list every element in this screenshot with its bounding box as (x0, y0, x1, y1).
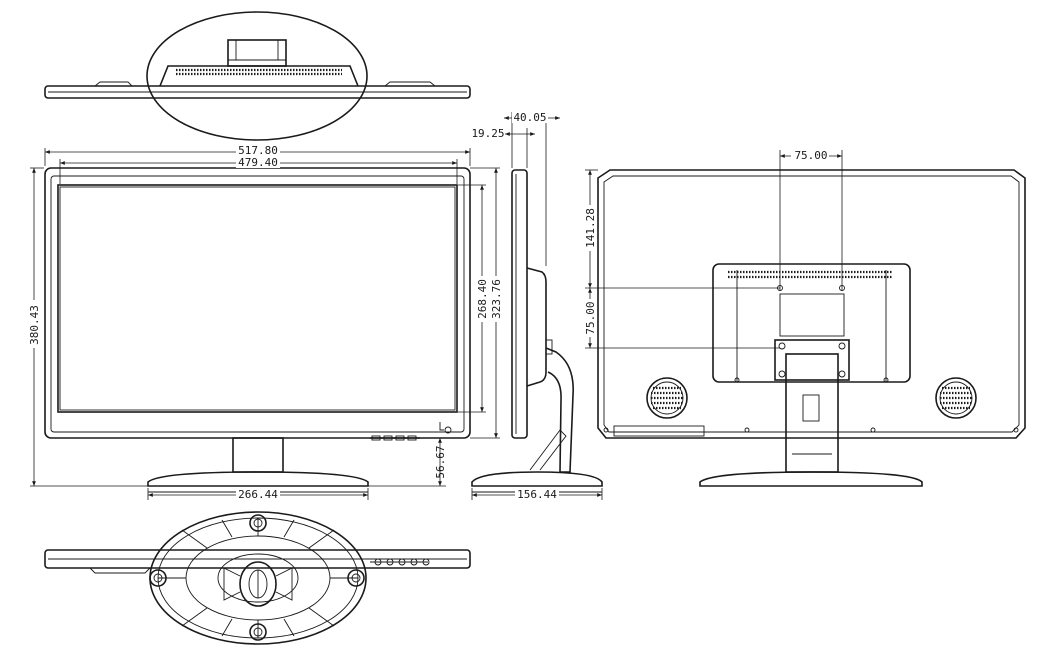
back-label-area (779, 293, 845, 337)
top-view-stand-neck (227, 39, 287, 67)
dim-panel-depth-with-back: 40.05 (513, 111, 546, 124)
dim-stand-base-width: 266.44 (238, 488, 278, 501)
dim-screen-width: 479.40 (238, 156, 278, 169)
dim-vesa-from-top: 141.28 (584, 208, 597, 248)
front-stand-neck (232, 437, 284, 473)
back-housing (597, 169, 1026, 439)
back-stand-base (699, 471, 923, 487)
dim-total-height: 380.43 (28, 305, 41, 345)
side-stand-arm (545, 347, 574, 473)
dim-stand-height: 56.67 (434, 445, 447, 478)
front-stand-base (147, 471, 369, 487)
bottom-view (44, 511, 471, 645)
right-speaker-grille (935, 377, 977, 419)
bottom-view-feet (149, 514, 365, 641)
side-view (471, 169, 603, 493)
dim-screen-height-inner: 268.40 (476, 279, 489, 319)
front-screen-area (50, 175, 465, 433)
side-dimensions: 40.05 19.25 156.44 (471, 111, 603, 501)
bottom-view-buttons (370, 558, 430, 566)
back-stand-bracket (774, 339, 850, 381)
dim-base-depth: 156.44 (517, 488, 557, 501)
side-back-housing (526, 267, 547, 387)
power-led (444, 426, 452, 434)
bottom-view-panel (44, 549, 471, 569)
front-control-buttons (370, 435, 420, 441)
front-screen (57, 184, 458, 413)
bottom-view-hub (239, 561, 277, 607)
dim-total-width: 517.80 (238, 144, 278, 157)
back-vesa-block (712, 263, 911, 383)
top-view (44, 11, 471, 141)
left-speaker-grille (646, 377, 688, 419)
front-view (44, 167, 471, 493)
dim-vesa-horizontal: 75.00 (794, 149, 827, 162)
dim-screen-height-outer: 323.76 (490, 279, 503, 319)
back-dimensions: 75.00 141.28 75.00 (583, 149, 845, 349)
back-port-strip (613, 425, 705, 437)
dim-panel-depth: 19.25 (471, 127, 504, 140)
front-dimensions: 517.80 479.40 380.43 268.40 323.76 266.4… (27, 144, 503, 501)
front-bezel (44, 167, 471, 439)
top-view-base-ellipse (146, 11, 368, 141)
dim-vesa-vertical: 75.00 (584, 301, 597, 334)
side-panel (511, 169, 528, 439)
side-stand-base (471, 471, 603, 487)
top-view-panel (44, 85, 471, 99)
back-view (597, 169, 1026, 487)
